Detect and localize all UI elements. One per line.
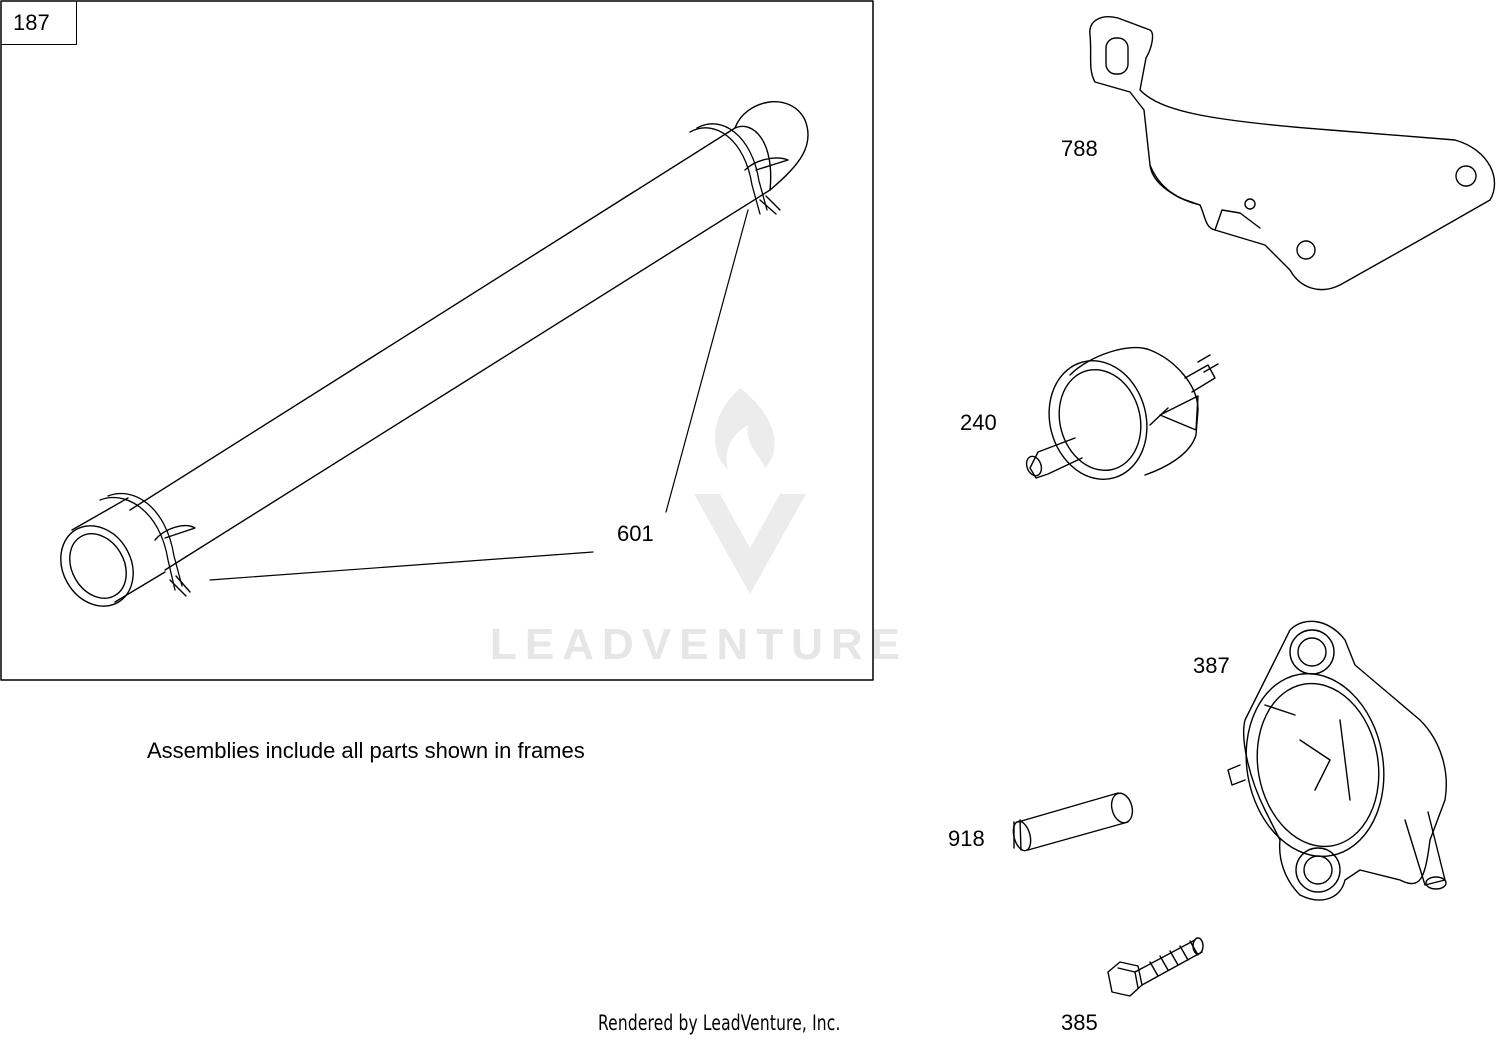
assembly-frame [0,0,874,681]
bracket-drawing [1089,16,1496,291]
render-credit: Rendered by LeadVenture, Inc. [598,1011,841,1035]
fuel-pump-drawing [1227,620,1447,901]
watermark-text: LEADVENTURE [490,620,909,669]
callout-788: 788 [1061,136,1098,161]
assembly-note: Assemblies include all parts shown in fr… [147,738,585,763]
callout-385: 385 [1061,1010,1098,1035]
callout-387: 387 [1193,653,1230,678]
fitting-drawing [1012,792,1134,852]
leader-601-b [665,209,749,513]
callout-240: 240 [960,410,997,435]
fuel-filter-drawing [1025,346,1219,480]
leader-601-a [209,551,594,581]
assembly-reference-number: 187 [13,9,50,35]
callout-918: 918 [948,826,985,851]
assembly-reference-tag: 187 [1,1,77,45]
screw-drawing [1107,937,1204,997]
callout-601: 601 [617,521,654,546]
fuel-tube-drawing [60,101,809,607]
